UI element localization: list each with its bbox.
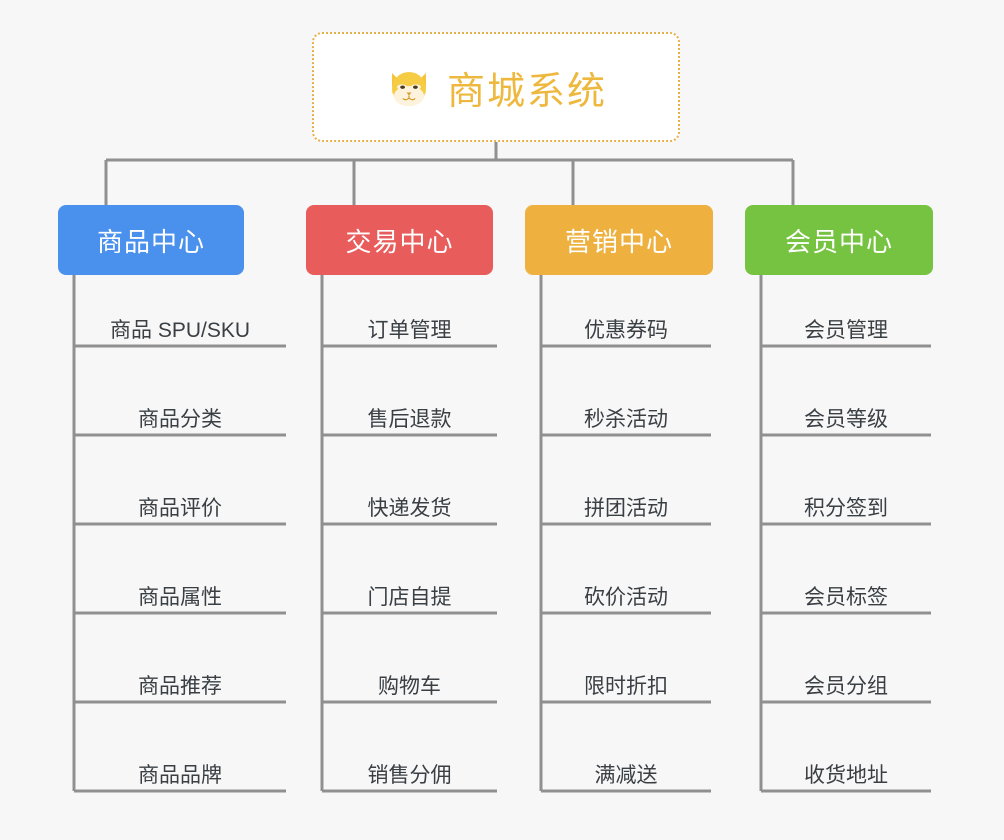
leaf-item-label: 积分签到 (804, 496, 888, 520)
leaf-item[interactable]: 商品分类 (74, 389, 286, 435)
leaf-item[interactable]: 商品品牌 (74, 745, 286, 791)
leaf-item[interactable]: 售后退款 (322, 389, 497, 435)
leaf-item-label: 会员分组 (804, 674, 888, 698)
category-header-1[interactable]: 商品中心 (58, 205, 244, 275)
shiba-dog-face-icon (385, 63, 433, 111)
leaf-item-label: 收货地址 (804, 763, 888, 787)
leaf-item-label: 售后退款 (367, 407, 452, 431)
leaf-item-label: 订单管理 (367, 318, 452, 342)
category-header-3[interactable]: 营销中心 (525, 205, 713, 275)
leaf-item-label: 商品分类 (138, 407, 222, 431)
leaf-item[interactable]: 秒杀活动 (541, 389, 711, 435)
leaf-item-label: 优惠券码 (584, 318, 668, 342)
leaf-item[interactable]: 限时折扣 (541, 656, 711, 702)
leaf-item[interactable]: 优惠券码 (541, 300, 711, 346)
leaf-item[interactable]: 满减送 (541, 745, 711, 791)
leaf-item-label: 会员等级 (804, 407, 888, 431)
leaf-item-label: 商品评价 (138, 496, 222, 520)
leaf-item-label: 快递发货 (367, 496, 452, 520)
leaf-item[interactable]: 会员管理 (761, 300, 931, 346)
leaf-item-label: 商品 SPU/SKU (109, 318, 251, 342)
leaf-item[interactable]: 积分签到 (761, 478, 931, 524)
leaf-item-label: 购物车 (378, 674, 441, 698)
leaf-item[interactable]: 商品推荐 (74, 656, 286, 702)
leaf-item[interactable]: 商品评价 (74, 478, 286, 524)
category-header-label: 商品中心 (96, 226, 205, 257)
leaf-item-label: 商品品牌 (138, 763, 222, 787)
leaf-item[interactable]: 订单管理 (322, 300, 497, 346)
leaf-item[interactable]: 商品属性 (74, 567, 286, 613)
leaf-item-label: 销售分佣 (367, 763, 452, 787)
leaf-item[interactable]: 快递发货 (322, 478, 497, 524)
leaf-item-label: 拼团活动 (584, 496, 668, 520)
category-header-label: 会员中心 (784, 226, 893, 257)
category-header-label: 交易中心 (345, 226, 454, 257)
leaf-item[interactable]: 会员标签 (761, 567, 931, 613)
leaf-item-label: 会员标签 (804, 585, 888, 609)
category-header-4[interactable]: 会员中心 (745, 205, 933, 275)
leaf-item[interactable]: 会员等级 (761, 389, 931, 435)
root-title: 商城系统 (446, 70, 607, 113)
root-node[interactable]: 商城系统 (312, 32, 680, 142)
leaf-item[interactable]: 拼团活动 (541, 478, 711, 524)
leaf-item[interactable]: 收货地址 (761, 745, 931, 791)
leaf-item[interactable]: 购物车 (322, 656, 497, 702)
leaf-item[interactable]: 销售分佣 (322, 745, 497, 791)
leaf-item-label: 门店自提 (367, 585, 452, 609)
leaf-item[interactable]: 会员分组 (761, 656, 931, 702)
leaf-item[interactable]: 门店自提 (322, 567, 497, 613)
leaf-item-label: 商品属性 (138, 585, 222, 609)
leaf-item[interactable]: 商品 SPU/SKU (74, 300, 286, 346)
leaf-item-label: 商品推荐 (138, 674, 222, 698)
category-header-2[interactable]: 交易中心 (306, 205, 493, 275)
category-header-label: 营销中心 (564, 226, 673, 257)
leaf-item-label: 限时折扣 (584, 674, 668, 698)
leaf-item[interactable]: 砍价活动 (541, 567, 711, 613)
leaf-item-label: 会员管理 (804, 318, 888, 342)
leaf-item-label: 砍价活动 (584, 585, 668, 609)
leaf-item-label: 秒杀活动 (584, 407, 668, 431)
leaf-item-label: 满减送 (594, 763, 658, 787)
